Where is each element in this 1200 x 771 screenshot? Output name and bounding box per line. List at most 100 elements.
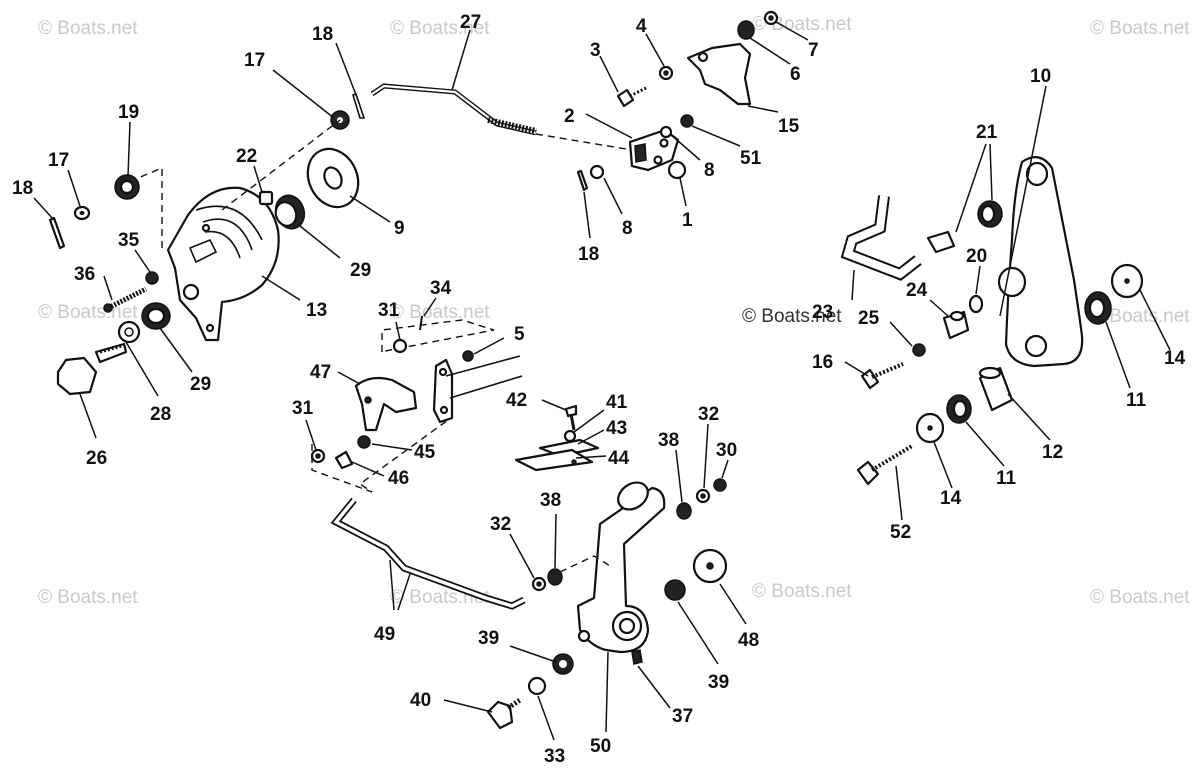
callout-7: 7 bbox=[808, 40, 819, 61]
callout-14-lower: 14 bbox=[940, 488, 962, 509]
callout-17-upper: 17 bbox=[244, 50, 265, 71]
part-fitting-37 bbox=[631, 649, 643, 665]
callout-10: 10 bbox=[1030, 66, 1051, 87]
part-washer-28 bbox=[117, 320, 141, 344]
callout-22: 22 bbox=[236, 146, 257, 167]
callout-18-left: 18 bbox=[12, 178, 33, 199]
part-bushing-22 bbox=[258, 190, 274, 206]
callout-4: 4 bbox=[636, 16, 647, 37]
callout-8-lower: 8 bbox=[622, 218, 633, 239]
callout-49: 49 bbox=[374, 624, 395, 645]
callout-18-right: 18 bbox=[578, 244, 599, 265]
part-bolt-52 bbox=[856, 444, 914, 486]
part-bushing-38-lower bbox=[547, 568, 563, 586]
part-washer-32-upper bbox=[695, 488, 711, 504]
callout-27: 27 bbox=[460, 12, 481, 33]
part-clip-21 bbox=[926, 200, 1003, 254]
watermark-bottom-right: © Boats.net bbox=[1090, 587, 1190, 608]
callout-32-upper: 32 bbox=[698, 404, 719, 425]
part-plate-44 bbox=[514, 448, 594, 472]
part-nut-11-lower bbox=[946, 394, 972, 424]
alignment-box-lower bbox=[311, 419, 449, 493]
callout-17-left: 17 bbox=[48, 150, 69, 171]
watermark-mid-left: © Boats.net bbox=[38, 302, 138, 323]
callout-46: 46 bbox=[388, 468, 409, 489]
callout-33: 33 bbox=[544, 746, 565, 767]
callout-3: 3 bbox=[590, 40, 601, 61]
part-nut-19 bbox=[114, 174, 140, 200]
watermark-top-right: © Boats.net bbox=[1090, 18, 1190, 39]
part-link-23 bbox=[840, 195, 922, 281]
part-nut-29-upper bbox=[274, 194, 306, 230]
callout-32-lower: 32 bbox=[490, 514, 511, 535]
alignment-line-lever bbox=[559, 555, 611, 573]
part-nut-35 bbox=[145, 271, 159, 285]
part-bolt-40 bbox=[486, 697, 522, 730]
part-washer-14-lower bbox=[915, 412, 945, 444]
callout-8-upper: 8 bbox=[704, 160, 715, 181]
callout-2: 2 bbox=[564, 106, 575, 127]
watermark-top-center: © Boats.net bbox=[390, 18, 490, 39]
callout-23: 23 bbox=[812, 302, 833, 323]
part-washer-31-upper bbox=[392, 338, 408, 354]
leader-lines bbox=[33, 21, 1171, 741]
part-washer-20 bbox=[968, 294, 984, 314]
watermark-mid-center: © Boats.net bbox=[390, 302, 490, 323]
part-washer-51 bbox=[680, 114, 694, 128]
callout-25: 25 bbox=[858, 308, 880, 329]
callout-37: 37 bbox=[672, 706, 693, 727]
part-link-5 bbox=[432, 350, 523, 424]
callout-1: 1 bbox=[682, 210, 693, 231]
part-washer-32-lower bbox=[531, 576, 547, 592]
callout-52: 52 bbox=[890, 522, 911, 543]
callout-19: 19 bbox=[118, 102, 139, 123]
callout-15: 15 bbox=[778, 116, 800, 137]
part-nut-30 bbox=[713, 478, 727, 492]
callout-39-right: 39 bbox=[708, 672, 729, 693]
callout-29-upper: 29 bbox=[350, 260, 371, 281]
part-link-rod-49 bbox=[330, 497, 526, 610]
part-nut-29-lower bbox=[141, 302, 171, 330]
alignment-line-rod bbox=[535, 133, 633, 151]
callout-28: 28 bbox=[150, 404, 171, 425]
watermark-bottom-right-center: © Boats.net bbox=[752, 581, 852, 602]
part-washer-31-lower bbox=[310, 448, 326, 464]
callout-35: 35 bbox=[118, 230, 140, 251]
part-pin-18-right bbox=[576, 169, 589, 192]
part-pin-34 bbox=[419, 315, 423, 331]
callout-11-lower: 11 bbox=[996, 468, 1017, 489]
part-nut-11-right bbox=[1084, 291, 1112, 325]
part-nut-41 bbox=[563, 429, 577, 443]
part-nut-6 bbox=[737, 20, 755, 40]
callout-12: 12 bbox=[1042, 442, 1063, 463]
watermark-mid-right: © Boats.net bbox=[1090, 306, 1190, 327]
callout-45: 45 bbox=[414, 442, 436, 463]
watermark-top-left: © Boats.net bbox=[38, 18, 138, 39]
part-link-2 bbox=[628, 128, 680, 172]
callout-31-lower: 31 bbox=[292, 398, 314, 419]
callout-labels: 27 18 17 19 17 18 22 9 35 36 29 13 29 28… bbox=[12, 12, 1186, 767]
callout-39-left: 39 bbox=[478, 628, 499, 649]
callout-43: 43 bbox=[606, 418, 627, 439]
callout-44: 44 bbox=[608, 448, 630, 469]
part-washer-4 bbox=[658, 65, 674, 81]
callout-16: 16 bbox=[812, 352, 833, 373]
part-nut-1 bbox=[667, 160, 687, 180]
callout-34: 34 bbox=[430, 278, 452, 299]
part-screw-36 bbox=[103, 286, 148, 313]
callout-24: 24 bbox=[906, 280, 928, 301]
watermarks: © Boats.net © Boats.net © Boats.net © Bo… bbox=[38, 14, 1190, 608]
callout-13: 13 bbox=[306, 300, 327, 321]
callout-38-upper: 38 bbox=[658, 430, 679, 451]
part-bushing-24 bbox=[942, 310, 970, 340]
part-screw-46 bbox=[334, 450, 354, 470]
callout-36: 36 bbox=[74, 264, 95, 285]
callout-21: 21 bbox=[976, 122, 998, 143]
callout-6: 6 bbox=[790, 64, 801, 85]
callout-14-right: 14 bbox=[1164, 348, 1186, 369]
part-washer-8-upper bbox=[659, 125, 673, 139]
watermark-mid-right-center: © Boats.net bbox=[742, 306, 842, 327]
callout-51: 51 bbox=[740, 148, 762, 169]
callout-50: 50 bbox=[590, 736, 611, 757]
